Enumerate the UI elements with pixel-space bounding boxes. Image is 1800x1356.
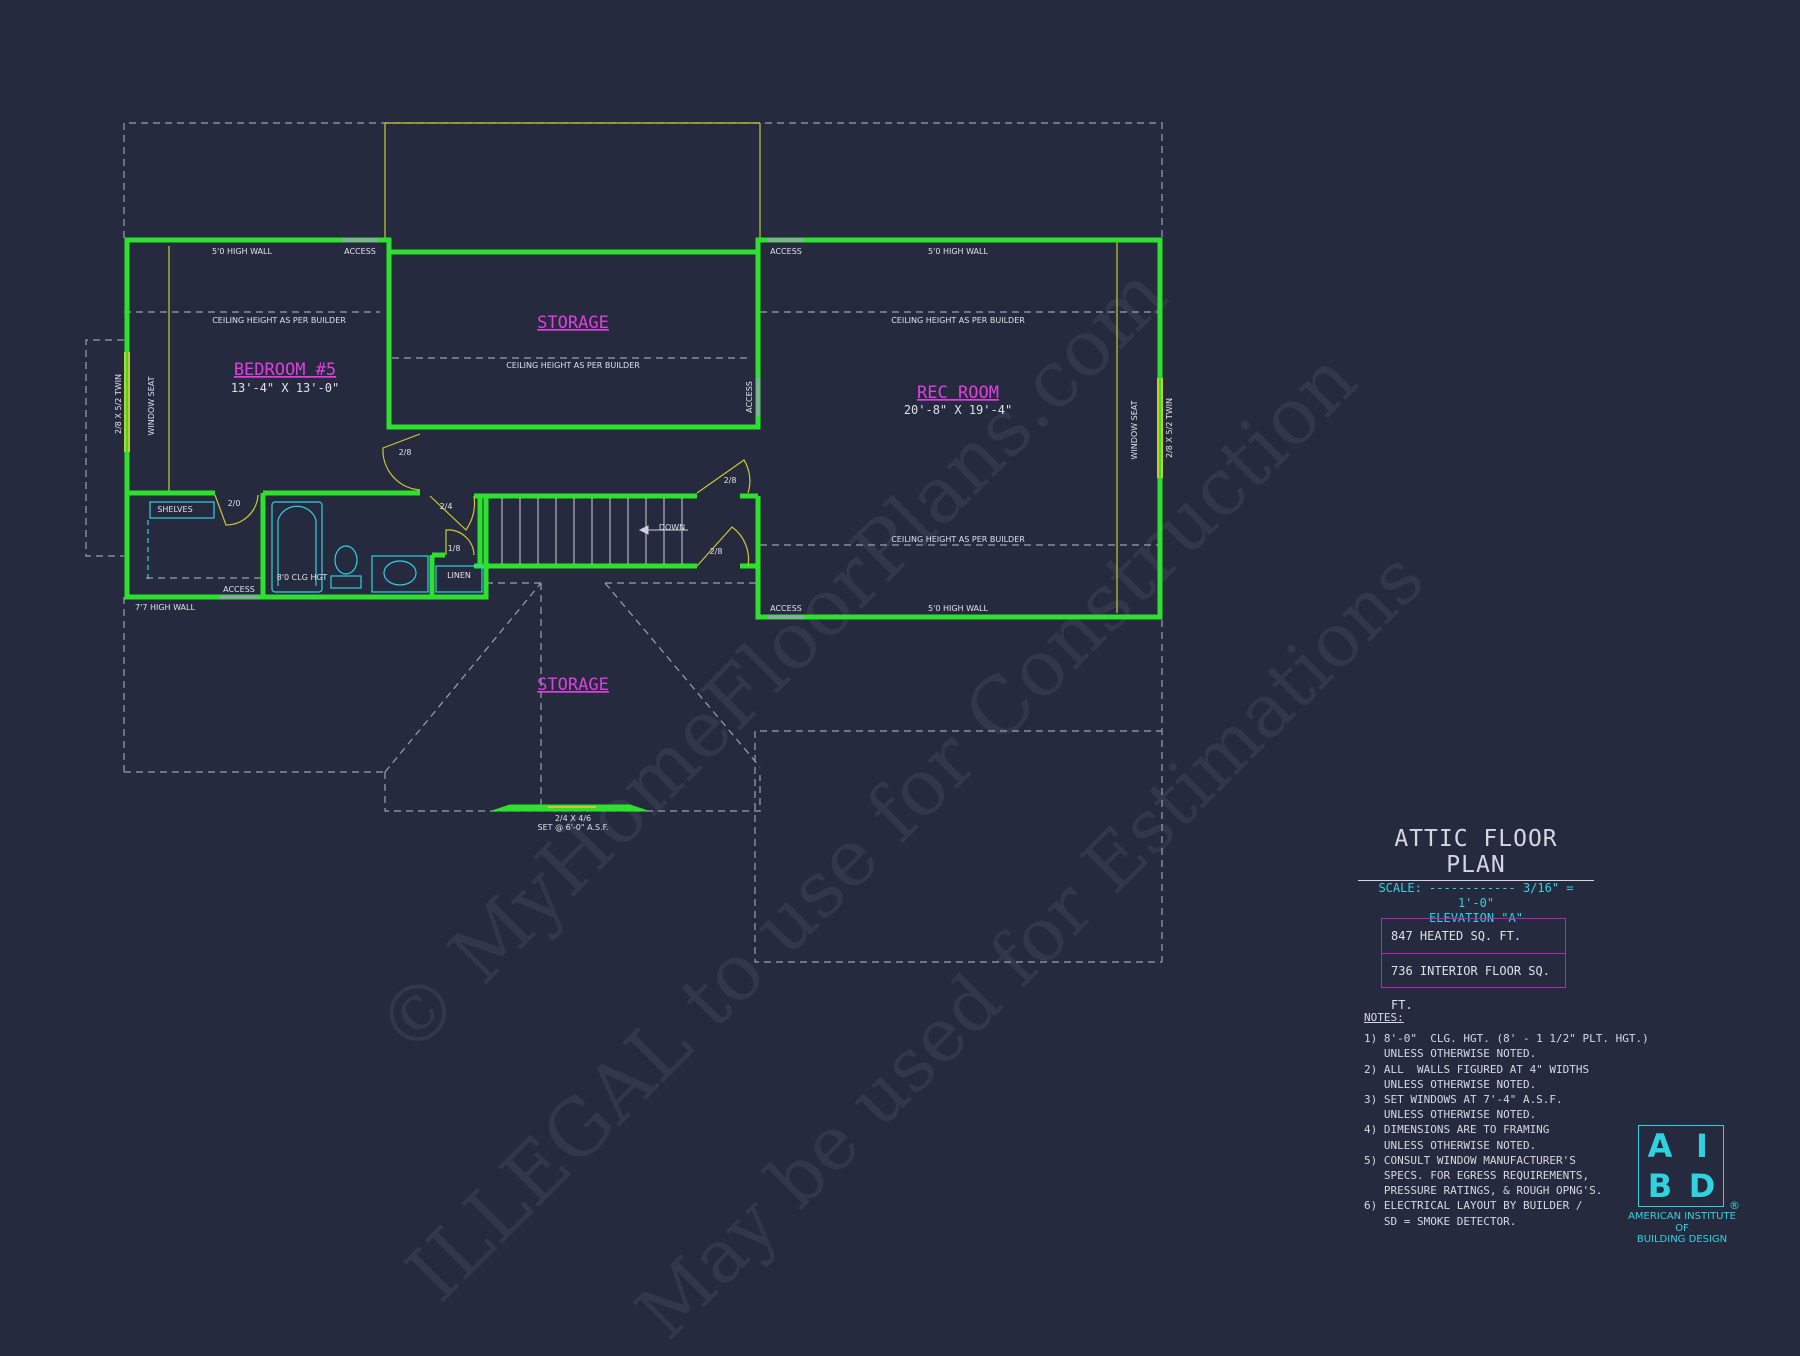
dormer-window-label: 2/4 X 4/6	[555, 814, 591, 823]
heated-sqft: 847 HEATED SQ. FT.	[1391, 929, 1522, 943]
ceiling-label-storage: CEILING HEIGHT AS PER BUILDER	[506, 361, 640, 370]
bedroom-dims: 13'-4" X 13'-0"	[231, 381, 339, 395]
note-line: 1) 8'-0" CLG. HGT. (8' - 1 1/2" PLT. HGT…	[1364, 1032, 1649, 1046]
high-wall-label-7: 7'7 HIGH WALL	[135, 603, 195, 612]
dormer-set-label: SET @ 6'-0" A.S.F.	[538, 823, 609, 832]
access-openings	[220, 238, 804, 619]
note-line: 5) CONSULT WINDOW MANUFACTURER'S	[1364, 1153, 1576, 1167]
storage-top-name: STORAGE	[537, 313, 609, 333]
plan-title: ATTIC FLOOR PLAN	[1358, 826, 1594, 881]
ceiling-label-bedroom: CEILING HEIGHT AS PER BUILDER	[212, 316, 346, 325]
storage-bottom-name: STORAGE	[537, 675, 609, 695]
door-label-rec-2: 2/8	[710, 547, 723, 556]
down-label: DOWN	[659, 523, 685, 532]
door-label-closet: 2/0	[228, 499, 241, 508]
shelves-label: SHELVES	[157, 505, 192, 514]
rec-room-dims: 20'-8" X 19'-4"	[904, 403, 1012, 417]
logo-caption-line-1: AMERICAN INSTITUTE	[1628, 1211, 1736, 1222]
note-line: 2) ALL WALLS FIGURED AT 4" WIDTHS	[1364, 1062, 1590, 1076]
logo-letter-i: I	[1696, 1127, 1708, 1165]
door-label-linen: 1/8	[448, 544, 461, 553]
note-line: 4) DIMENSIONS ARE TO FRAMING	[1364, 1123, 1550, 1137]
stairs	[501, 498, 688, 564]
registered-mark: ®	[1729, 1199, 1740, 1212]
clg-hgt-label: 8'0 CLG HGT	[277, 573, 328, 582]
note-line: UNLESS OTHERWISE NOTED.	[1364, 1077, 1537, 1091]
note-line: UNLESS OTHERWISE NOTED.	[1364, 1138, 1537, 1152]
doors	[214, 433, 751, 567]
notes-block: NOTES: 1) 8'-0" CLG. HGT. (8' - 1 1/2" P…	[1364, 1010, 1649, 1229]
access-label-rec-top: ACCESS	[770, 247, 802, 256]
plan-scale: SCALE: ------------ 3/16" = 1'-0"	[1378, 881, 1574, 910]
sqft-table: 847 HEATED SQ. FT. 736 INTERIOR FLOOR SQ…	[1381, 918, 1566, 1012]
linen-label: LINEN	[447, 571, 471, 580]
note-line: UNLESS OTHERWISE NOTED.	[1364, 1047, 1537, 1061]
access-label-bath: ACCESS	[223, 585, 255, 594]
notes-heading: NOTES:	[1364, 1011, 1404, 1024]
access-label-storage-side: ACCESS	[745, 381, 754, 413]
knee-wall-lines	[168, 122, 1118, 613]
access-label-bedroom: ACCESS	[344, 247, 376, 256]
note-line: SPECS. FOR EGRESS REQUIREMENTS,	[1364, 1169, 1590, 1183]
window-seat-label-rec: WINDOW SEAT	[1130, 400, 1139, 459]
door-label-bedroom: 2/8	[399, 448, 412, 457]
ceiling-label-rec-bottom: CEILING HEIGHT AS PER BUILDER	[891, 535, 1025, 544]
walls	[124, 237, 1163, 620]
logo-caption: AMERICAN INSTITUTE OF BUILDING DESIGN	[1620, 1211, 1744, 1246]
logo-caption-line-3: BUILDING DESIGN	[1636, 1234, 1728, 1245]
note-line: UNLESS OTHERWISE NOTED.	[1364, 1108, 1537, 1122]
note-line: PRESSURE RATINGS, & ROUGH OPNG'S.	[1364, 1184, 1603, 1198]
high-wall-label-rec-top: 5'0 HIGH WALL	[928, 247, 988, 256]
window-seat-label-bedroom: WINDOW SEAT	[147, 376, 156, 435]
note-line: 3) SET WINDOWS AT 7'-4" A.S.F.	[1364, 1093, 1563, 1107]
logo-letter-b: B	[1647, 1167, 1673, 1205]
windows	[124, 352, 1163, 478]
roof-outline	[85, 122, 1163, 963]
logo-letter-d: D	[1688, 1167, 1716, 1205]
high-wall-label-rec-bottom: 5'0 HIGH WALL	[928, 604, 988, 613]
ceiling-label-rec-top: CEILING HEIGHT AS PER BUILDER	[891, 316, 1025, 325]
rec-room-name: REC ROOM	[917, 383, 999, 403]
high-wall-label-bedroom: 5'0 HIGH WALL	[212, 247, 272, 256]
bedroom-name: BEDROOM #5	[234, 360, 336, 380]
interior-sqft: 736 INTERIOR FLOOR SQ. FT.	[1382, 953, 1565, 1012]
twin-window-label-rec: 2/8 X 5/2 TWIN	[1165, 398, 1174, 458]
access-label-rec-bottom: ACCESS	[770, 604, 802, 613]
note-line: 6) ELECTRICAL LAYOUT BY BUILDER /	[1364, 1199, 1583, 1213]
bath-fixtures	[147, 501, 483, 593]
aibd-logo: A I B D	[1638, 1125, 1724, 1207]
logo-caption-line-2: OF	[1675, 1222, 1689, 1234]
twin-window-label-bedroom: 2/8 X 5/2 TWIN	[114, 374, 123, 434]
door-label-bath: 2/4	[440, 502, 453, 511]
note-line: SD = SMOKE DETECTOR.	[1364, 1214, 1517, 1228]
door-label-rec-1: 2/8	[724, 476, 737, 485]
logo-letter-a: A	[1647, 1127, 1673, 1165]
title-block: ATTIC FLOOR PLAN SCALE: ------------ 3/1…	[1358, 826, 1594, 926]
